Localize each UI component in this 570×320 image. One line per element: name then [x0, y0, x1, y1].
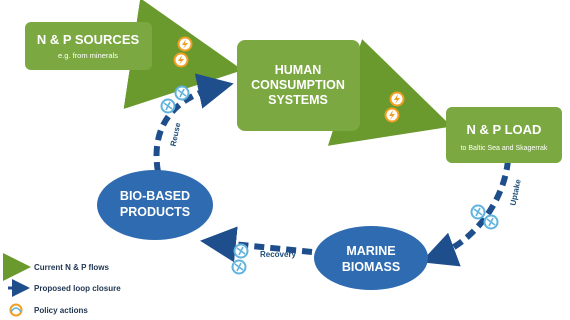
legend-proposed-loop: Proposed loop closure [8, 279, 121, 297]
node-human-consumption-systems: HUMAN CONSUMPTION SYSTEMS [237, 40, 360, 131]
node-marine-biomass: MARINE BIOMASS [314, 226, 428, 290]
policy-action-icon-uptake-1 [470, 204, 486, 220]
human-title-line-1: HUMAN [275, 63, 322, 77]
loop-arrow-biobased-to-human [153, 73, 234, 173]
current-flow-arrow-human-to-load [327, 39, 452, 146]
np-load-subtitle: to Baltic Sea and Skagerrak [461, 145, 548, 152]
node-np-sources: N & P SOURCES e.g. from minerals [25, 22, 152, 70]
policy-action-icon-recovery-2 [231, 259, 247, 275]
policy-action-icon-sources-1 [177, 36, 193, 52]
node-np-load: N & P LOAD to Baltic Sea and Skagerrak [446, 107, 562, 163]
loop-arrow-marine-to-biobased [200, 226, 313, 263]
biobased-title-line-2: PRODUCTS [120, 205, 190, 219]
policy-action-icon-load-1 [389, 91, 405, 107]
np-sources-subtitle: e.g. from minerals [58, 51, 118, 60]
marine-title-line-1: MARINE [346, 244, 395, 258]
legend-current-flows: Current N & P flows [3, 253, 110, 281]
biobased-title-line-1: BIO-BASED [120, 189, 190, 203]
reuse-label: Reuse [169, 121, 183, 147]
recovery-label: Recovery [260, 250, 297, 259]
human-title-line-2: CONSUMPTION [251, 78, 345, 92]
policy-action-icon-sources-2 [173, 52, 189, 68]
loop-arrow-load-to-marine [420, 159, 511, 267]
legend-proposed-loop-label: Proposed loop closure [34, 284, 121, 293]
legend-policy-actions-label: Policy actions [34, 306, 88, 315]
policy-action-icon-uptake-2 [483, 214, 499, 230]
policy-action-icon-reuse-2 [174, 85, 190, 101]
policy-action-icon-recovery-1 [233, 243, 249, 259]
legend-current-flows-label: Current N & P flows [34, 263, 110, 272]
np-sources-title: N & P SOURCES [37, 32, 140, 47]
legend: Current N & P flows Proposed loop closur… [3, 253, 121, 317]
uptake-label: Uptake [508, 178, 522, 207]
np-load-title: N & P LOAD [467, 122, 542, 137]
policy-action-icon-reuse-1 [160, 98, 176, 114]
legend-policy-actions: Policy actions [9, 303, 88, 317]
node-bio-based-products: BIO-BASED PRODUCTS [97, 170, 213, 240]
policy-action-icon-load-2 [384, 107, 400, 123]
human-title-line-3: SYSTEMS [268, 93, 328, 107]
marine-title-line-2: BIOMASS [342, 260, 400, 274]
